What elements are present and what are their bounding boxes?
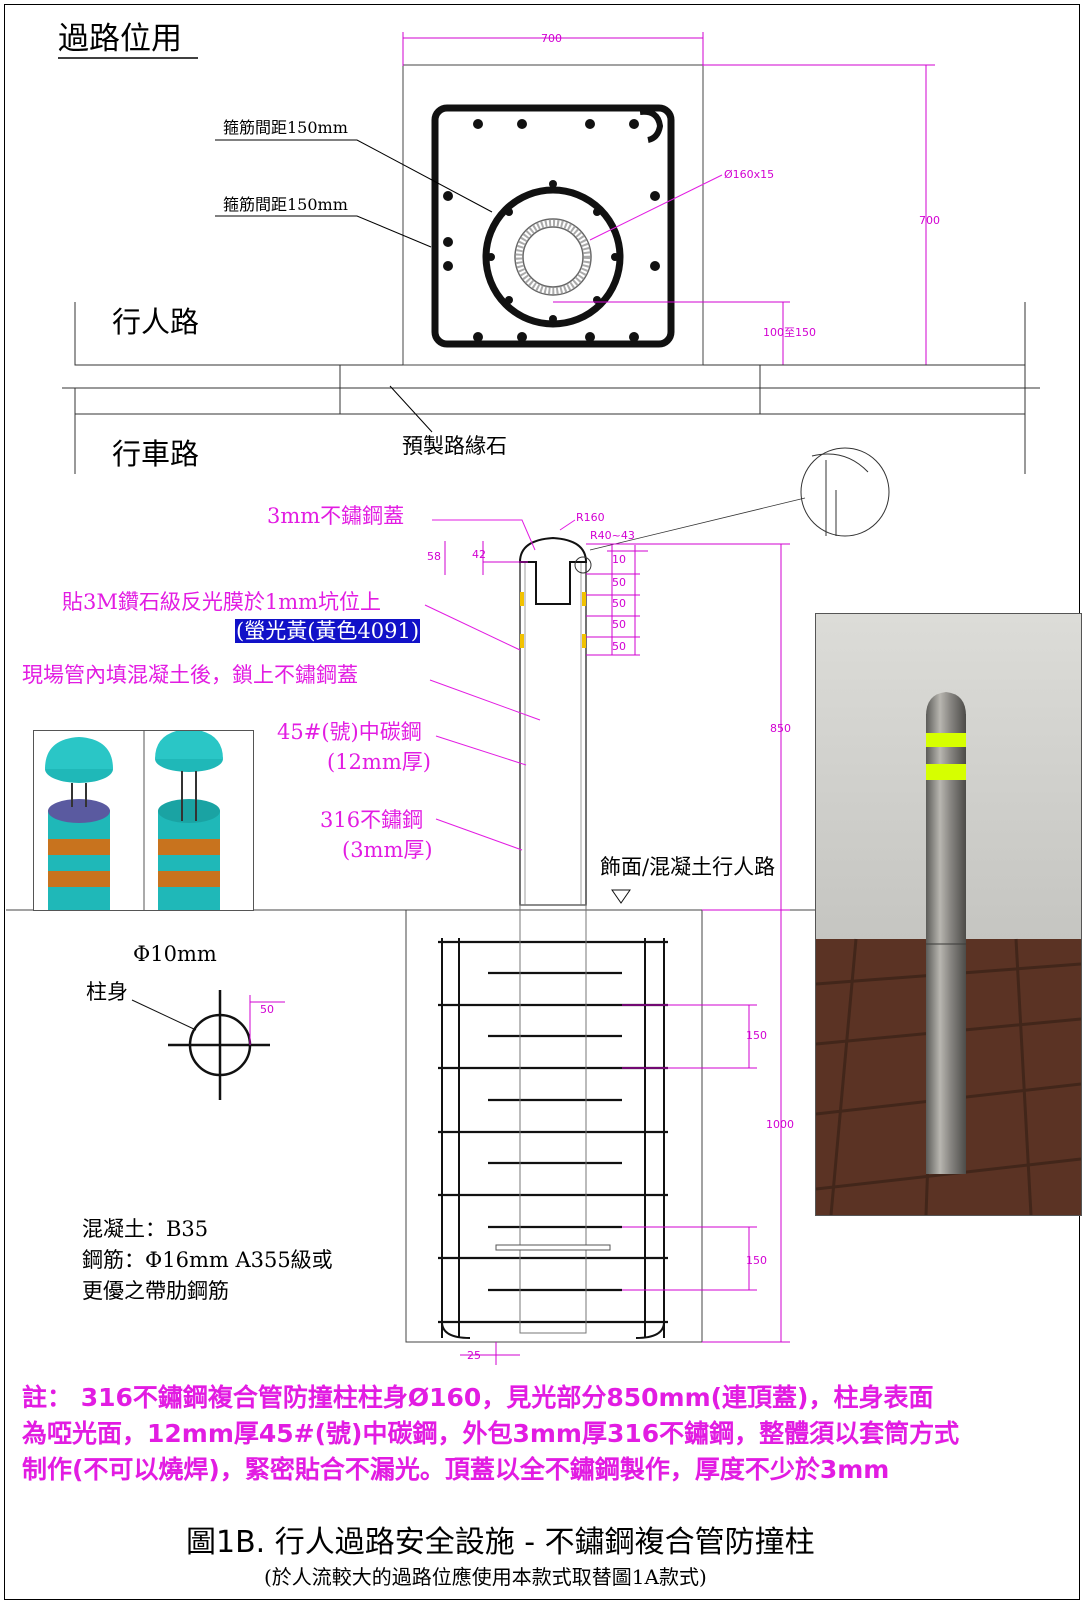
section-dim: 50 <box>260 1003 274 1016</box>
ss316-label: 316不鏽鋼 <box>320 808 424 832</box>
pipe-dim: Ø160x15 <box>724 168 775 181</box>
dim-50b: 50 <box>612 597 626 610</box>
section-diameter: Φ10mm <box>133 942 217 966</box>
dim-150a: 150 <box>746 1029 767 1042</box>
dim-50a: 50 <box>612 576 626 589</box>
sidewalk-label: 行人路 <box>112 305 200 339</box>
plan-rebars <box>443 119 660 342</box>
figure-subtitle: (於人流較大的過路位應使用本款式取替圖1A款式) <box>264 1565 707 1589</box>
dim-50c: 50 <box>612 618 626 631</box>
dim-42: 42 <box>472 548 486 561</box>
cap-3d-illustration <box>33 730 254 911</box>
dim-58: 58 <box>427 550 441 563</box>
page-title: 過路位用 <box>58 21 182 57</box>
plan-square-stirrup <box>431 104 675 348</box>
post-tube <box>519 559 587 906</box>
dim-25: 25 <box>467 1349 481 1362</box>
bollard-photo <box>815 613 1082 1216</box>
elevation-view <box>6 447 1079 1365</box>
pipe-outer <box>514 218 592 296</box>
steel45-thk: (12mm厚) <box>327 750 431 774</box>
section-body: 柱身 <box>86 980 128 1004</box>
dim-1000: 1000 <box>766 1118 794 1131</box>
stirrup-hook <box>639 108 664 143</box>
cap-detail-circle <box>800 447 890 537</box>
finish-label: 飾面/混凝土行人路 <box>600 855 776 879</box>
roadway-label: 行車路 <box>112 437 200 471</box>
reflective-label: 貼3M鑽石級反光膜於1mm坑位上 <box>62 590 382 614</box>
plan-round-stirrup <box>482 186 624 328</box>
note-line-3: 制作(不可以燒焊)，緊密貼合不漏光。頂蓋以全不鏽鋼製作，厚度不少於3mm <box>22 1455 890 1484</box>
fill-label: 現場管內填混凝土後，鎖上不鏽鋼蓋 <box>22 663 358 687</box>
stirrup-label-2: 箍筋間距150mm <box>223 195 348 214</box>
plan-view <box>62 32 1040 474</box>
dim-r40: R40~43 <box>590 529 635 542</box>
dim-150b: 150 <box>746 1254 767 1267</box>
dim-small: 100至150 <box>763 326 816 339</box>
figure-caption: 圖1B. 行人過路安全設施 - 不鏽鋼複合管防撞柱 <box>186 1525 815 1560</box>
ss316-thk: (3mm厚) <box>342 838 433 862</box>
note-line-1: 註： 316不鏽鋼複合管防撞柱柱身Ø160，見光部分850mm(連頂蓋)，柱身表… <box>22 1383 934 1412</box>
reflective-strips <box>520 592 586 648</box>
steel45-label: 45#(號)中碳鋼 <box>277 720 422 744</box>
note-line-2: 為啞光面，12mm厚45#(號)中碳鋼，外包3mm厚316不鏽鋼，整體須以套筒方… <box>22 1419 960 1448</box>
reflective-color: (螢光黃(黃色4091) <box>235 619 421 643</box>
dim-850: 850 <box>770 722 791 735</box>
reflective-color-text: (螢光黃(黃色4091) <box>235 619 421 643</box>
dim-right: 700 <box>919 214 940 227</box>
dim-top: 700 <box>541 32 562 45</box>
section-detail <box>131 990 285 1100</box>
material-concrete: 混凝土：B35 <box>82 1217 209 1241</box>
footing <box>405 909 703 1343</box>
curb-label: 預製路緣石 <box>402 434 507 458</box>
dim-r160: R160 <box>576 511 605 524</box>
dim-50d: 50 <box>612 640 626 653</box>
base-plate <box>495 1244 611 1251</box>
dim-10: 10 <box>612 553 626 566</box>
pipe-inner <box>522 226 584 288</box>
stirrup-label-1: 箍筋間距150mm <box>223 118 348 137</box>
pipe-hatch <box>515 219 591 295</box>
material-rebar-2: 更優之帶肋鋼筋 <box>82 1279 229 1303</box>
cap-label: 3mm不鏽鋼蓋 <box>267 504 405 528</box>
post-cap <box>518 536 588 605</box>
stirrups <box>438 940 668 1324</box>
material-rebar-1: 鋼筋：Φ16mm A355級或 <box>82 1248 333 1272</box>
